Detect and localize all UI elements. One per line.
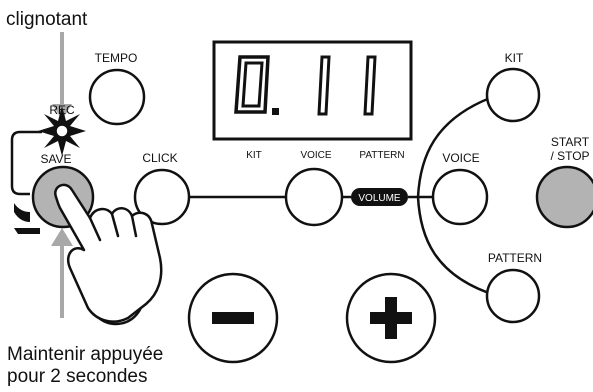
caption-hold-line2: pour 2 secondes xyxy=(7,366,148,387)
rec-led-blinking-icon xyxy=(38,106,86,156)
display-label-pattern: PATTERN xyxy=(359,150,404,161)
hold-arrow xyxy=(51,228,73,318)
tempo-label: TEMPO xyxy=(95,51,138,65)
pattern-label: PATTERN xyxy=(488,251,542,265)
display-digit-1 xyxy=(234,55,270,114)
tempo-button[interactable] xyxy=(88,68,146,126)
plus-icon xyxy=(370,297,412,339)
led-display xyxy=(212,40,413,141)
save-label: SAVE xyxy=(40,152,71,166)
start-stop-label-line1: START xyxy=(551,135,590,149)
hand-gesture-icon xyxy=(14,203,40,234)
pressing-hand-icon xyxy=(54,183,163,323)
caption-hold-line1: Maintenir appuyée xyxy=(7,344,164,365)
connector-lines xyxy=(10,93,499,298)
voice-button[interactable] xyxy=(431,168,489,226)
display-decimal-point xyxy=(272,108,279,115)
volume-label: VOLUME xyxy=(358,193,401,204)
start-stop-label-line2: / STOP xyxy=(550,149,589,163)
volume-knob-label: VOLUME xyxy=(351,188,408,206)
kit-button[interactable] xyxy=(485,67,541,123)
display-label-kit: KIT xyxy=(246,150,262,161)
click-label: CLICK xyxy=(142,151,177,165)
display-digit-2 xyxy=(317,55,331,116)
volume-knob[interactable] xyxy=(284,167,344,227)
voice-label: VOICE xyxy=(442,151,479,165)
display-digit-3 xyxy=(363,55,377,116)
plus-button[interactable] xyxy=(345,272,437,364)
click-button[interactable] xyxy=(133,168,191,226)
minus-button[interactable] xyxy=(187,272,279,364)
display-label-voice: VOICE xyxy=(300,150,331,161)
start-stop-button[interactable] xyxy=(535,165,593,229)
kit-label: KIT xyxy=(505,51,524,65)
minus-icon xyxy=(212,312,254,324)
caption-blinking: clignotant xyxy=(6,9,88,30)
pattern-button[interactable] xyxy=(485,268,541,324)
